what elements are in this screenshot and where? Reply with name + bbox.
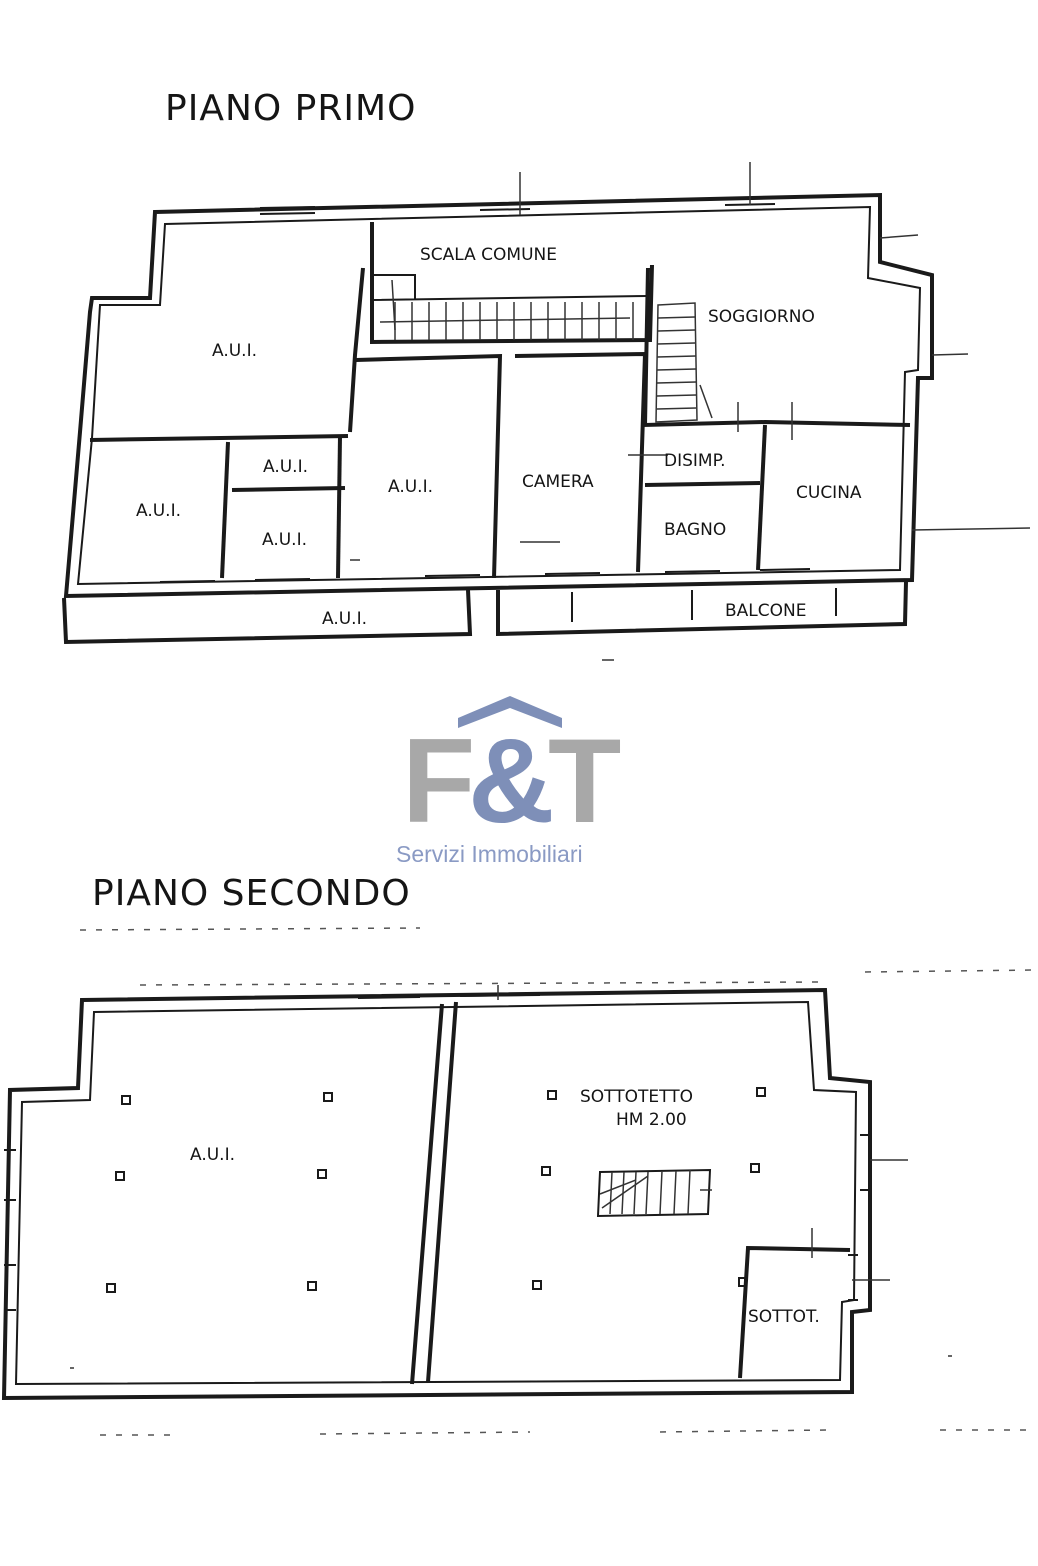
stair-outline <box>369 274 651 343</box>
room-label-aui-4: A.U.I. <box>136 501 181 521</box>
room-label-disimp: DISIMP. <box>664 451 726 471</box>
room-label-scala-comune: SCALA COMUNE <box>420 245 557 265</box>
aui-balcony-strip <box>62 589 473 645</box>
room-label-camera: CAMERA <box>522 472 594 492</box>
second-floor-window-marks <box>4 994 870 1311</box>
dashed-guide-lines <box>79 927 1037 1436</box>
second-floor-misc-marks <box>70 1228 952 1369</box>
first-floor-plan: PIANO PRIMO <box>62 88 1031 661</box>
sottot-door-jamb <box>738 1277 746 1287</box>
room-label-soggiorno: SOGGIORNO <box>708 307 815 327</box>
room-label-aui-top: A.U.I. <box>190 1145 235 1165</box>
roof-pillars <box>106 1087 766 1293</box>
first-floor-partitions <box>89 267 911 579</box>
room-label-cucina: CUCINA <box>796 483 862 503</box>
first-floor-inner-wall-line <box>76 205 922 586</box>
second-floor-title: PIANO SECONDO <box>92 873 411 914</box>
dimension-ticks <box>519 162 1031 531</box>
logo-ampersand: & <box>468 714 555 848</box>
second-floor-outer-wall <box>1 987 872 1401</box>
bottom-window-marks <box>159 568 811 583</box>
misc-marks <box>350 402 793 661</box>
second-floor-dimension-ticks <box>497 985 908 1281</box>
sottot-walls <box>738 1245 851 1379</box>
room-label-aui-6: A.U.I. <box>322 609 367 629</box>
room-label-sottot: SOTTOT. <box>748 1307 820 1327</box>
room-label-balcone: BALCONE <box>725 601 806 621</box>
room-label-aui-1: A.U.I. <box>212 341 257 361</box>
first-floor-outer-wall <box>63 192 934 599</box>
second-floor-stair <box>596 1168 712 1218</box>
logo-tagline: Servizi Immobiliari <box>396 841 583 867</box>
room-label-bagno: BAGNO <box>664 520 726 540</box>
second-floor-plan: PIANO SECONDO <box>1 873 1037 1436</box>
internal-stair <box>655 302 713 423</box>
balcone-dividers <box>571 588 837 622</box>
second-floor-inner-wall-line <box>14 1000 858 1386</box>
room-label-aui-3: A.U.I. <box>388 477 433 497</box>
central-partition <box>410 1001 458 1385</box>
watermark-logo: F & T Servizi Immobiliari <box>396 696 621 867</box>
room-label-aui-2: A.U.I. <box>263 457 308 477</box>
common-stair-treads <box>379 279 634 340</box>
balcone-strip <box>496 581 908 637</box>
logo-letter-f: F <box>402 714 475 848</box>
room-label-sottotetto: SOTTOTETTO <box>580 1087 693 1107</box>
logo-letter-t: T <box>548 714 621 848</box>
roof-icon <box>458 696 562 728</box>
room-label-height: HM 2.00 <box>616 1110 687 1130</box>
first-floor-title: PIANO PRIMO <box>165 88 416 129</box>
room-label-aui-5: A.U.I. <box>262 530 307 550</box>
